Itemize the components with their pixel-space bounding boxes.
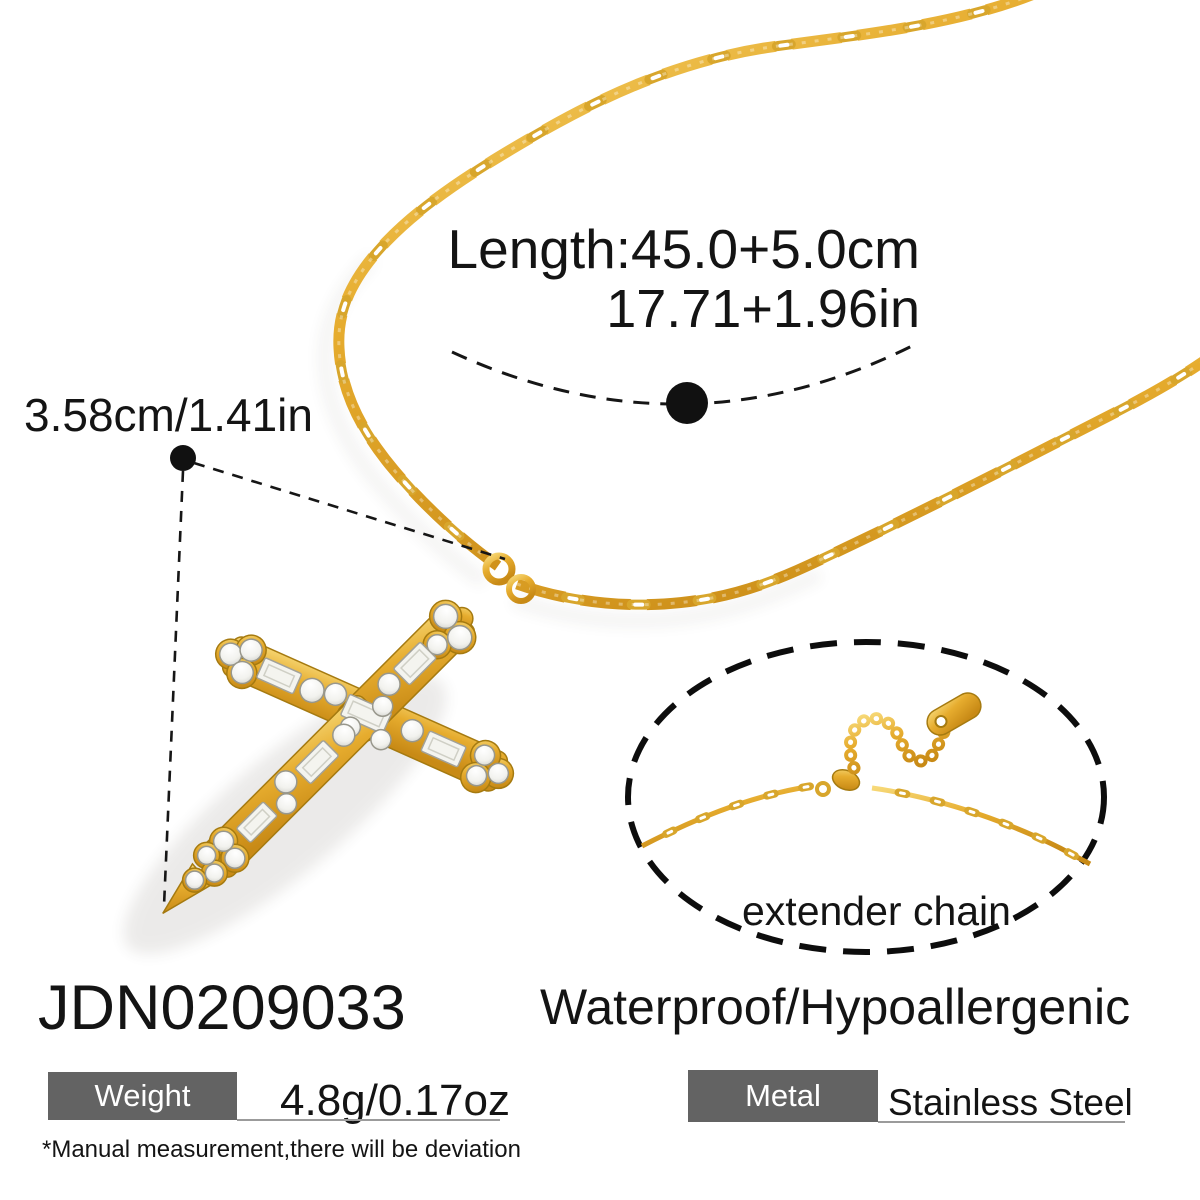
lobster-clasp xyxy=(815,768,861,797)
measurement-note: *Manual measurement,there will be deviat… xyxy=(42,1136,521,1163)
length-cm: Length:45.0+5.0cm xyxy=(447,218,920,280)
metal-underline xyxy=(878,1121,1125,1123)
pendant-size-dot xyxy=(170,445,196,471)
brand-tag xyxy=(926,692,982,736)
metal-value: Stainless Steel xyxy=(888,1082,1133,1123)
crossbar-crystals xyxy=(218,638,510,787)
product-sku: JDN0209033 xyxy=(38,973,406,1043)
length-annotation: Length:45.0+5.0cm 17.71+1.96in xyxy=(448,219,920,339)
weight-label-box: Weight xyxy=(48,1072,237,1120)
metal-label-box: Metal xyxy=(688,1070,878,1122)
length-midpoint-dot xyxy=(666,382,708,424)
extender-chain-label: extender chain xyxy=(742,888,1011,934)
pendant-size-label: 3.58cm/1.41in xyxy=(24,389,313,441)
weight-label: Weight xyxy=(94,1078,191,1113)
pendant-bail xyxy=(482,552,536,604)
weight-underline xyxy=(237,1119,500,1121)
necklace-chain xyxy=(333,0,1200,611)
length-arc xyxy=(451,342,917,406)
detail-circle xyxy=(625,639,1107,955)
beam-crystals xyxy=(184,603,473,890)
weight-value: 4.8g/0.17oz xyxy=(280,1076,510,1125)
pendant-size-line-to-bail xyxy=(193,461,506,561)
product-feature: Waterproof/Hypoallergenic xyxy=(540,979,1131,1035)
pendant-size-line-to-tip xyxy=(162,470,185,907)
measurement-annotations xyxy=(162,342,917,907)
cross-pendant xyxy=(162,599,515,915)
extender-chain-detail xyxy=(625,639,1107,955)
metal-label: Metal xyxy=(745,1078,821,1113)
length-in: 17.71+1.96in xyxy=(606,279,920,339)
